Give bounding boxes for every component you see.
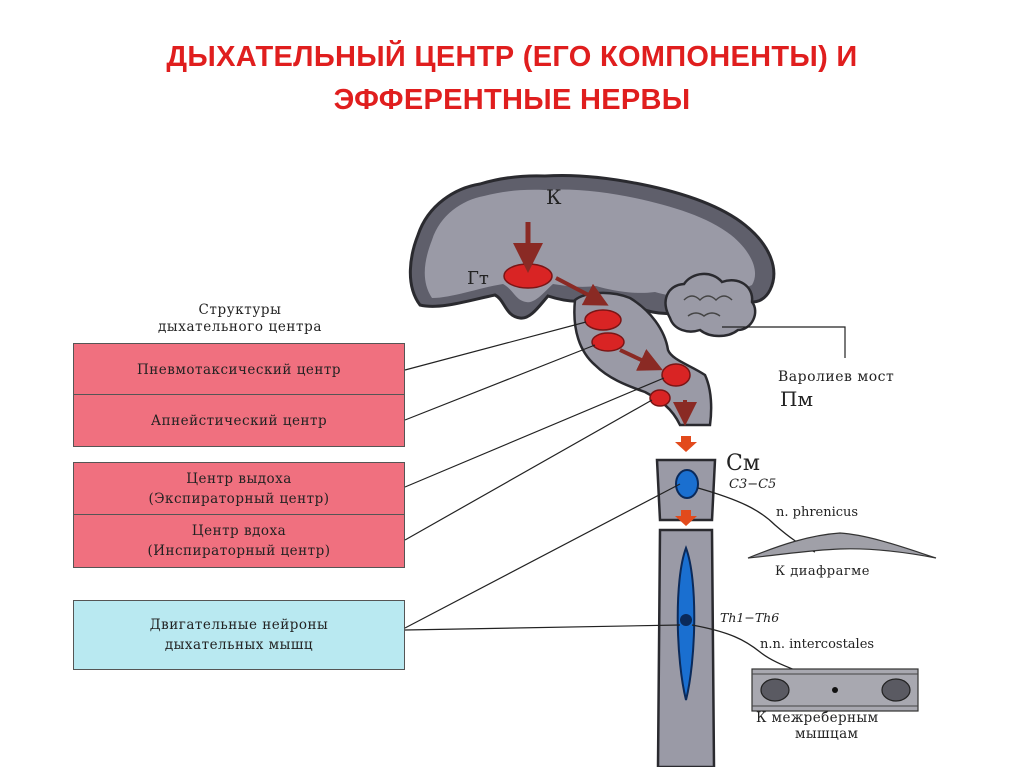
- apneustic-center-box: Апнейстический центр: [73, 394, 405, 447]
- diaphragm: [747, 532, 937, 559]
- motor-neurons-box: Двигательные нейроны дыхательных мышц: [73, 600, 405, 670]
- to-intercostal-label-1: К межреберным: [756, 710, 879, 726]
- title-line-1: ДЫХАТЕЛЬНЫЙ ЦЕНТР (ЕГО КОМПОНЕНТЫ) И: [166, 41, 858, 73]
- leader-inspiratory: [404, 399, 653, 541]
- leader-apneustic: [404, 344, 596, 421]
- pons-abbr-label: Пм: [780, 387, 813, 411]
- intercostal-nerves-label: n.n. intercostales: [760, 637, 874, 652]
- leader-motor-cervical: [404, 483, 681, 629]
- arrow-cord-thoracic: [675, 510, 697, 526]
- nerve-terminal-dot: [832, 687, 838, 693]
- arrow-hypothalamus-pons: [555, 276, 609, 306]
- cerebellum-folds: [683, 295, 733, 317]
- inspiratory-center-box: Центр вдоха (Инспираторный центр): [73, 514, 405, 568]
- inspiratory-center-label-2: (Инспираторный центр): [147, 543, 331, 559]
- pneumotaxic-nucleus: [584, 309, 622, 331]
- cervical-motor-neuron: [675, 469, 699, 499]
- hypothalamus-nucleus: [503, 263, 553, 289]
- structures-header-line-1: Структуры: [198, 302, 282, 318]
- inspiratory-nucleus: [649, 389, 671, 407]
- arrow-pons-medulla: [619, 348, 663, 371]
- expiratory-center-box: Центр выдоха (Экспираторный центр): [73, 462, 405, 516]
- title-line-2: ЭФФЕРЕНТНЫЕ НЕРВЫ: [333, 84, 691, 116]
- to-diaphragm-label: К диафрагме: [775, 564, 870, 579]
- leader-motor-thoracic: [404, 624, 681, 631]
- apneustic-nucleus: [591, 332, 625, 352]
- hypothalamus-label: Гт: [467, 268, 489, 289]
- apneustic-center-label: Апнейстический центр: [150, 412, 328, 429]
- arrow-stem-cord: [675, 436, 697, 452]
- motor-neurons-label-2: дыхательных мышц: [164, 637, 314, 653]
- leader-expiratory: [404, 377, 665, 488]
- spinal-cord-label: См: [726, 451, 760, 476]
- thoracic-neuron-body: [680, 614, 692, 626]
- pneumotaxic-center-box: Пневмотаксический центр: [73, 343, 405, 396]
- cervical-segments-label: C3−C5: [729, 477, 776, 492]
- cerebellum: [664, 272, 757, 338]
- leader-pneumotaxic: [404, 321, 587, 371]
- expiratory-center-label-2: (Экспираторный центр): [148, 491, 330, 507]
- to-intercostal-label-2: мышцам: [795, 726, 859, 742]
- motor-neurons-label-1: Двигательные нейроны: [149, 617, 329, 633]
- structures-header-line-2: дыхательного центра: [158, 319, 322, 335]
- thoracic-segments-label: Th1−Th6: [720, 610, 779, 625]
- structures-header: Структуры дыхательного центра: [120, 302, 360, 336]
- phrenic-nerve-label: n. phrenicus: [776, 505, 858, 520]
- pneumotaxic-center-label: Пневмотаксический центр: [137, 361, 341, 378]
- expiratory-center-label-1: Центр выдоха: [186, 471, 292, 487]
- inspiratory-center-label-1: Центр вдоха: [191, 523, 287, 539]
- leader-pons: [722, 326, 846, 358]
- rib-right: [881, 678, 911, 702]
- rib-left: [760, 678, 790, 702]
- expiratory-nucleus: [661, 363, 691, 387]
- page-title: ДЫХАТЕЛЬНЫЙ ЦЕНТР (ЕГО КОМПОНЕНТЫ) И ЭФФ…: [0, 36, 1024, 122]
- cortex-label: К: [546, 185, 562, 209]
- pons-name-label: Варолиев мост: [778, 369, 894, 385]
